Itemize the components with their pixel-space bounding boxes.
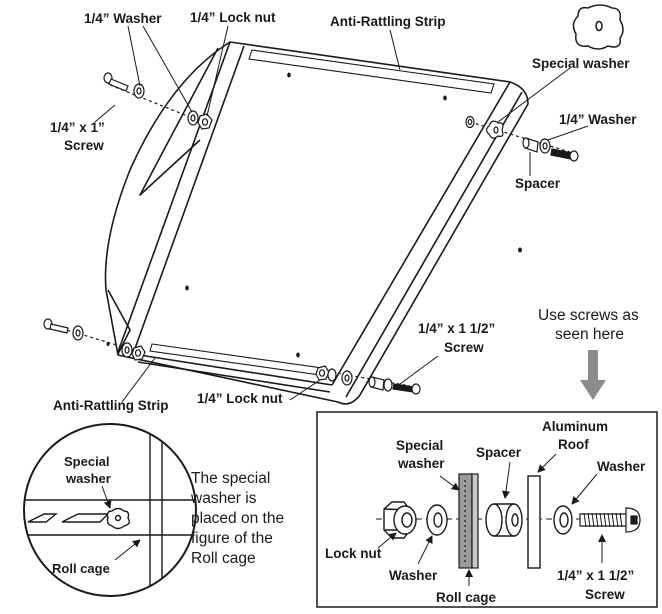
- detail-label-aluminum-1: Aluminum: [542, 419, 608, 434]
- detail-label-roll-cage: Roll cage: [436, 590, 497, 605]
- inset-special-washer: [106, 507, 131, 530]
- label-anti-rattling-bottom: Anti-Rattling Strip: [53, 398, 168, 413]
- screw-bottom-left: [43, 318, 69, 334]
- use-screws-line-2: seen here: [555, 326, 624, 343]
- hardware-top-left: [103, 72, 213, 130]
- detail-washer-left: [426, 504, 448, 536]
- detail-label-washer-left: Washer: [389, 568, 438, 583]
- down-arrow: [580, 350, 606, 400]
- label-screw-left-2: Screw: [64, 138, 104, 153]
- anti-rattling-strip-top: [248, 49, 495, 94]
- label-spacer-right: Spacer: [515, 176, 561, 191]
- label-screw-long-1: 1/4” x 1 1/2”: [418, 321, 495, 336]
- detail-label-screw-2: Screw: [585, 587, 625, 602]
- detail-label-special-1: Special: [396, 438, 443, 453]
- washer-top-right: [539, 138, 551, 154]
- inset-note-line-4: figure of the: [191, 530, 273, 547]
- detail-label-spacer: Spacer: [476, 445, 522, 460]
- label-anti-rattling-top: Anti-Rattling Strip: [330, 14, 445, 29]
- inset-label-special-2: washer: [65, 471, 111, 486]
- screw-top-left: [103, 72, 129, 92]
- detail-washer-right: [553, 505, 573, 535]
- special-washer-icon: [572, 4, 624, 50]
- label-lock-nut-bottom: 1/4” Lock nut: [197, 391, 283, 406]
- special-washer-part: [485, 120, 504, 139]
- hardware-bottom-right: [315, 365, 421, 395]
- inset-label-special-1: Special: [64, 454, 110, 469]
- washer-top-left-2: [187, 110, 199, 126]
- detail-label-screw-1: 1/4” x 1 1/2”: [557, 568, 634, 583]
- roof-panel: [104, 41, 529, 405]
- detail-box: Special washer Spacer Aluminum Roof Wash…: [316, 411, 658, 608]
- roll-cage-inset: Special washer Roll cage: [23, 423, 197, 597]
- panel-holes: [106, 72, 522, 358]
- inset-note-line-3: placed on the: [191, 510, 284, 527]
- detail-roll-cage: [458, 473, 479, 569]
- detail-arrows: [377, 453, 606, 586]
- label-lock-nut-top: 1/4” Lock nut: [190, 10, 276, 25]
- label-screw-long-2: Screw: [444, 340, 484, 355]
- spacer-top-right: [522, 137, 539, 153]
- detail-label-washer-right: Washer: [597, 459, 646, 474]
- label-special-washer-top: Special washer: [532, 56, 630, 71]
- hardware-bottom-left: [43, 318, 146, 361]
- screw-top-right: [550, 148, 579, 162]
- inset-note-line-5: Roll cage: [191, 550, 256, 567]
- label-screw-left-1: 1/4” x 1”: [50, 120, 105, 135]
- inset-note: The special washer is placed on the figu…: [190, 470, 284, 567]
- washer-top-left-1: [133, 83, 145, 99]
- leader-lines: [94, 25, 589, 403]
- detail-spacer: [485, 503, 523, 537]
- hardware-top-right: [465, 115, 579, 162]
- inset-note-line-2: washer is: [190, 490, 257, 507]
- detail-label-special-2: washer: [397, 456, 445, 471]
- inset-note-line-1: The special: [191, 470, 270, 487]
- detail-label-lock-nut: Lock nut: [325, 546, 382, 561]
- detail-label-aluminum-2: Roof: [558, 437, 589, 452]
- detail-screw: [579, 507, 641, 533]
- use-screws-line-1: Use screws as: [538, 307, 639, 324]
- lock-nut-top-left: [197, 113, 213, 130]
- label-washer-top-left: 1/4” Washer: [84, 11, 162, 26]
- inset-label-roll-cage: Roll cage: [52, 561, 110, 576]
- detail-lock-nut: [383, 501, 417, 539]
- detail-aluminum-roof: [527, 475, 541, 569]
- label-washer-right: 1/4” Washer: [559, 112, 637, 127]
